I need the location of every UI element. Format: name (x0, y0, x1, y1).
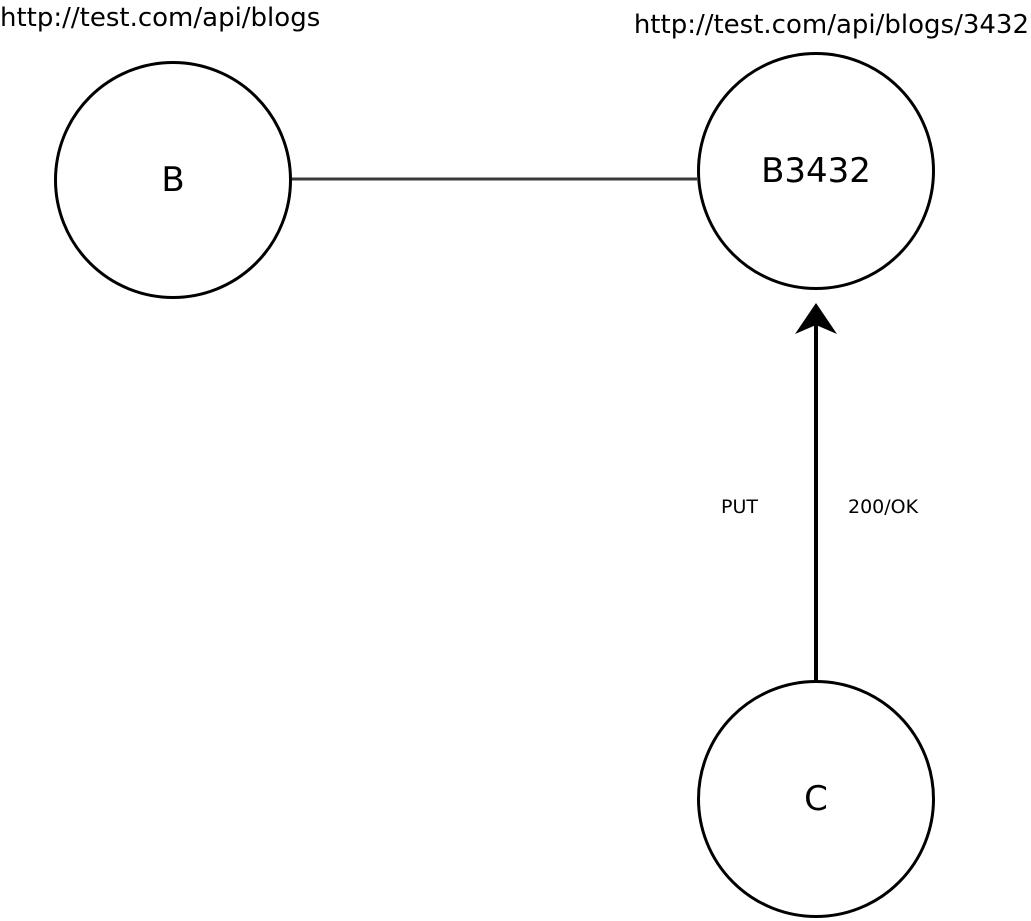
arrow-head-icon (795, 303, 837, 334)
node-b3432-url: http://test.com/api/blogs/3432 (633, 10, 1029, 40)
node-c: C (697, 680, 935, 918)
node-b3432-label: B3432 (761, 151, 871, 191)
response-label: 200/OK (848, 496, 919, 518)
request-label: PUT (721, 496, 758, 518)
node-b-url: http://test.com/api/blogs (0, 3, 321, 33)
node-b3432: B3432 (697, 52, 935, 290)
node-b: B (54, 61, 292, 299)
node-c-label: C (804, 779, 828, 819)
node-b-label: B (161, 160, 185, 200)
